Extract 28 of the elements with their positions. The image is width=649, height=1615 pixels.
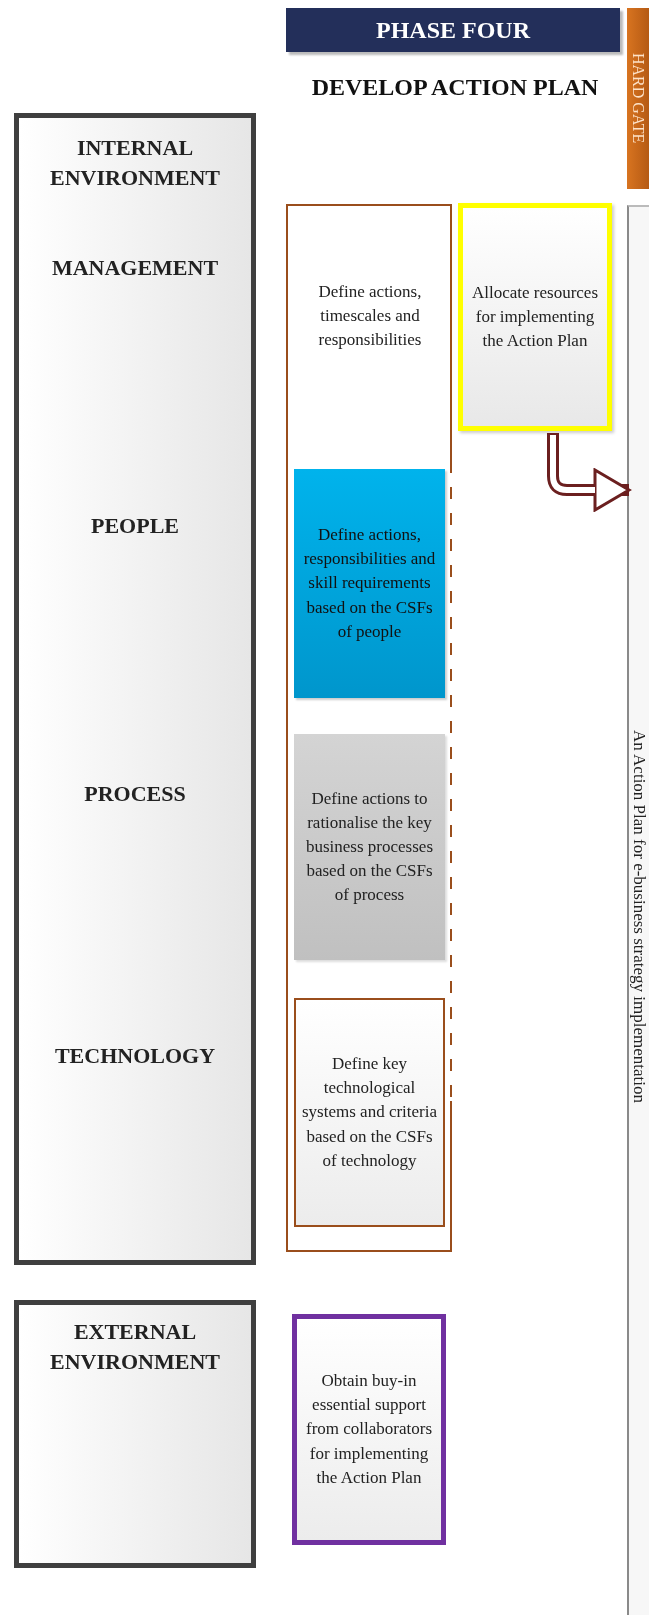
process-box <box>294 469 445 698</box>
box-text: Define actions to rationalise the key business processes based on the CSFs of process <box>305 787 434 907</box>
box-text: Allocate resources for implementing the Action Plan <box>471 281 599 353</box>
box-text: Define actions, responsibilities and skill requirements based on the CSFs of people <box>302 524 437 643</box>
environment-panel <box>14 1300 256 1568</box>
panel-heading: EXTERNAL ENVIRONMENT <box>49 1318 221 1376</box>
category-label: PEOPLE <box>90 512 180 540</box>
box-text: PHASE FOUR <box>375 15 532 45</box>
box-text: HARD GATE <box>629 53 648 144</box>
process-box <box>458 203 612 431</box>
process-box <box>294 734 445 960</box>
box-text: Define key technological systems and criteria based on the CSFs of technology <box>301 1053 438 1172</box>
gate-bar <box>627 8 649 189</box>
box-text: Define actions, timescales and responsibilities <box>317 281 423 351</box>
category-label: TECHNOLOGY <box>53 1042 217 1070</box>
box-text: Obtain buy-in essential support from collaborators for implementing the Action Plan <box>304 1370 433 1489</box>
process-box <box>294 998 445 1227</box>
heading: DEVELOP ACTION PLAN <box>310 73 600 102</box>
action-group-frame <box>286 204 452 1252</box>
phase-banner <box>286 8 620 52</box>
output-column <box>627 205 649 1615</box>
box-text: An Action Plan for e-business strategy implementation <box>629 729 649 1103</box>
bent-arrow <box>547 433 631 512</box>
panel-heading: INTERNAL ENVIRONMENT <box>49 134 221 192</box>
environment-panel <box>14 113 256 1265</box>
process-box <box>292 1314 446 1545</box>
category-label: MANAGEMENT <box>50 254 220 282</box>
category-label: PROCESS <box>83 780 187 808</box>
